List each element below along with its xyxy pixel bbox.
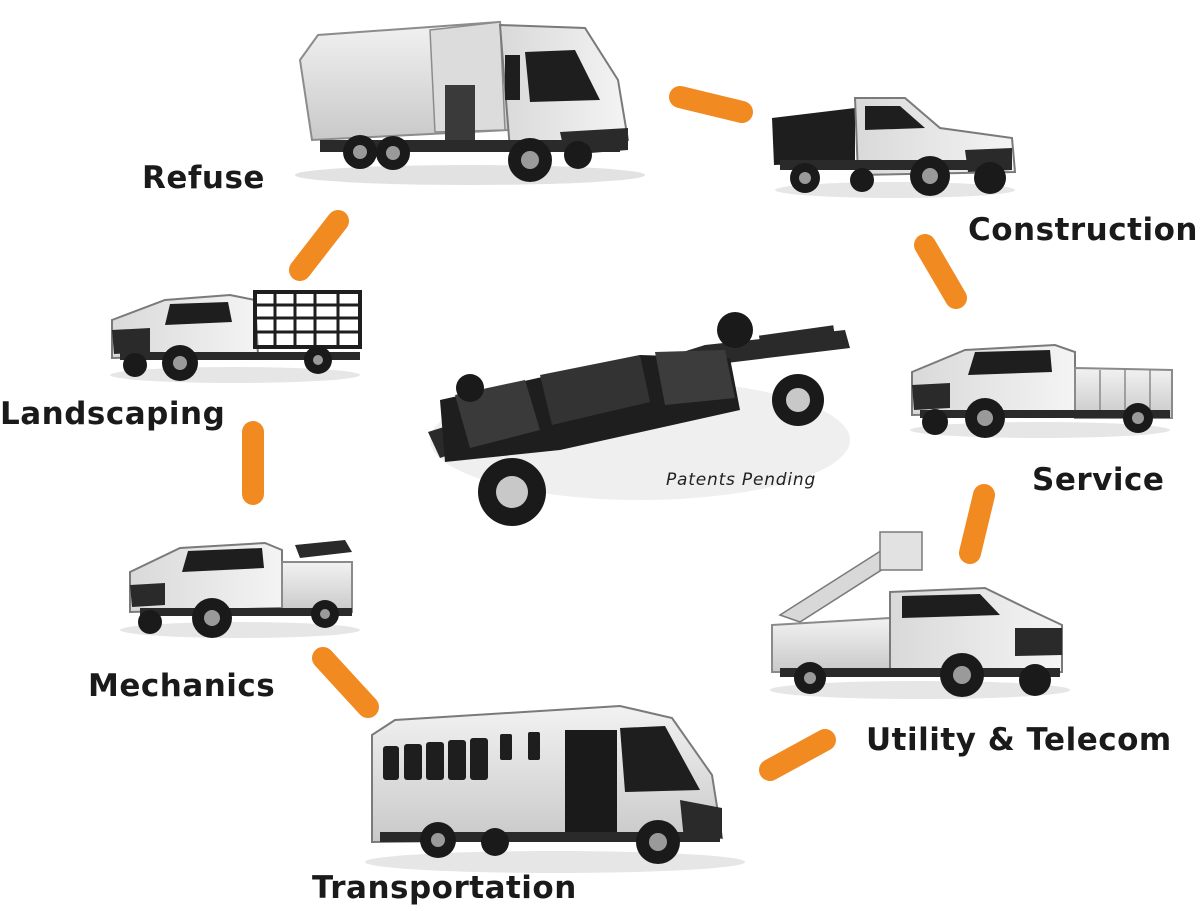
- label-service: Service: [1032, 462, 1165, 498]
- connector-refuse-construction: [669, 86, 753, 123]
- mechanics-truck-image: [120, 540, 360, 638]
- connector-service-utility: [959, 484, 995, 564]
- utility-truck-image: [770, 531, 1070, 699]
- construction-truck-image: [772, 97, 1017, 198]
- label-utility-telecom: Utility & Telecom: [866, 722, 1172, 758]
- connector-transportation-utility: [759, 729, 836, 781]
- connector-construction-service: [914, 234, 967, 309]
- label-transportation: Transportation: [312, 870, 577, 906]
- patents-pending-note: Patents Pending: [666, 470, 817, 490]
- label-landscaping: Landscaping: [0, 396, 226, 432]
- connector-mechanics-transportation: [312, 647, 379, 718]
- service-truck-image: [910, 343, 1173, 438]
- label-refuse: Refuse: [142, 160, 265, 196]
- label-mechanics: Mechanics: [88, 668, 276, 704]
- transportation-bus-image: [365, 704, 745, 873]
- landscaping-truck-image: [110, 290, 362, 383]
- label-construction: Construction: [968, 212, 1198, 248]
- connectors: [242, 86, 995, 781]
- chassis-image: [428, 312, 850, 526]
- connector-refuse-landscaping: [289, 210, 349, 281]
- refuse-truck-image: [295, 20, 645, 185]
